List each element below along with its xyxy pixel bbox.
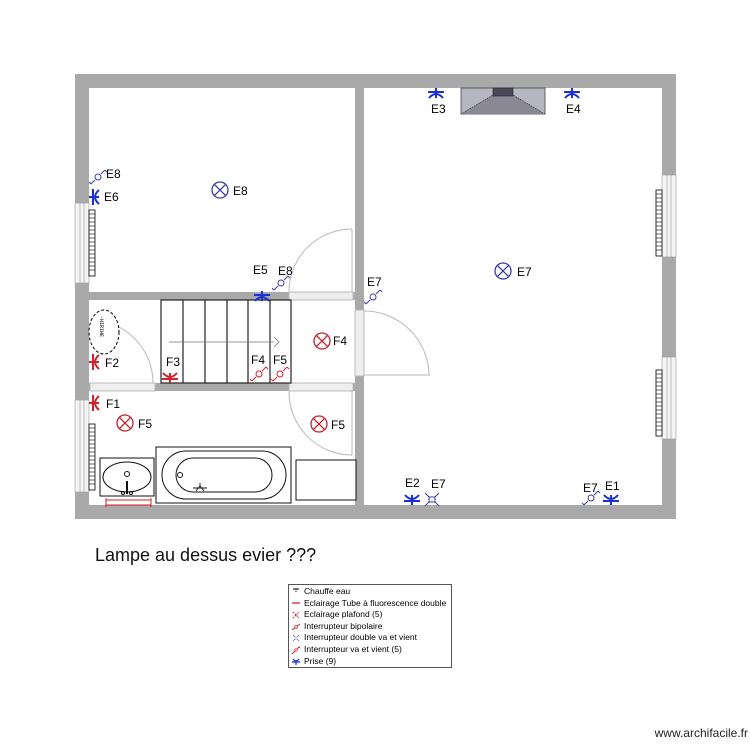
label-f5-lamp-b: F5 (331, 418, 345, 432)
bipolar-switch-icon (291, 623, 301, 630)
sink (99, 457, 155, 497)
label-e8-switch: E8 (278, 264, 293, 278)
ceiling-light-icon (116, 414, 134, 432)
two-way-switch-icon (88, 169, 108, 185)
legend-label: Eclairage plafond (5) (304, 609, 383, 620)
legend-label: Interrupteur bipolaire (304, 620, 383, 631)
socket-icon (88, 394, 100, 412)
label-e7-switch: E7 (367, 275, 382, 289)
room-bathroom: F1 F5 F5 (88, 394, 345, 433)
legend-item: Chauffe eau (291, 586, 449, 598)
two-way-switch-icon (291, 646, 301, 655)
ceiling-light-icon (211, 181, 229, 199)
label-f5-switch: F5 (273, 353, 287, 367)
label-e6: E6 (104, 190, 119, 204)
fireplace (460, 87, 546, 115)
ceiling-light-icon (310, 415, 328, 433)
label-e2: E2 (405, 476, 420, 490)
fluorescent-tube-icon (292, 602, 300, 604)
windows (74, 174, 677, 493)
room-living: E3 E4 E7 E7 E2 E7 E7 E1 (363, 87, 620, 507)
legend-label: Eclairage Tube à fluorescence double (304, 597, 447, 608)
legend-label: Prise (9) (304, 655, 337, 666)
label-e5: E5 (253, 263, 268, 277)
legend-item: Interrupteur bipolaire (291, 621, 449, 633)
staircase (160, 299, 292, 384)
socket-icon (563, 87, 581, 99)
label-f4-lamp: F4 (333, 334, 347, 348)
fluorescent-tube-icon (105, 498, 152, 507)
label-f4-switch: F4 (251, 353, 265, 367)
double-two-way-switch-icon (424, 492, 440, 507)
svg-text:-HIRIHE: -HIRIHE (98, 316, 104, 337)
doors (89, 228, 430, 456)
double-two-way-switch-icon (292, 634, 300, 642)
label-f2: F2 (105, 356, 119, 370)
shower-tray (295, 459, 357, 501)
label-e3: E3 (431, 102, 446, 116)
legend-item: Interrupteur va et vient (5) (291, 644, 449, 656)
label-e7-switch2: E7 (583, 481, 598, 495)
legend: Chauffe eau Eclairage Tube à fluorescenc… (288, 584, 452, 668)
ceiling-light-icon (494, 262, 512, 280)
socket-icon (88, 353, 100, 371)
water-heater-icon: -HIRIHE (88, 309, 120, 355)
ceiling-light-icon (313, 332, 331, 350)
label-f3: F3 (166, 355, 180, 369)
two-way-switch-icon (363, 289, 383, 305)
two-way-switch-icon (271, 275, 291, 291)
socket-icon (602, 494, 620, 506)
ceiling-light-icon (292, 611, 300, 619)
legend-item: Eclairage Tube à fluorescence double (291, 598, 449, 610)
label-e1: E1 (605, 479, 620, 493)
label-e8-lamp: E8 (233, 184, 248, 198)
label-f5-lamp-a: F5 (138, 417, 152, 431)
socket-icon (88, 188, 100, 206)
legend-label: Interrupteur double va et vient (304, 632, 417, 643)
legend-item: Interrupteur double va et vient (291, 632, 449, 644)
bathtub (155, 446, 292, 504)
label-e7-double: E7 (431, 477, 446, 491)
legend-label: Chauffe eau (304, 586, 351, 596)
label-e7-lamp: E7 (517, 265, 532, 279)
legend-item: Prise (9) (291, 656, 449, 668)
label-f1: F1 (106, 397, 120, 411)
label-e8: E8 (106, 167, 121, 181)
watermark-credit: www.archifacile.fr (654, 726, 748, 740)
room-bedroom: E8 E6 E8 E5 E8 (88, 167, 293, 302)
socket-icon (403, 494, 421, 506)
legend-item: Eclairage plafond (5) (291, 609, 449, 621)
legend-label: Interrupteur va et vient (5) (304, 643, 402, 654)
label-e4: E4 (566, 102, 581, 116)
water-heater-icon (293, 588, 299, 592)
socket-icon (292, 658, 300, 666)
room-landing: F2 F3 F4 F5 F4 (88, 332, 347, 384)
socket-icon (427, 87, 445, 99)
annotation-note: Lampe au dessus evier ??? (95, 545, 317, 565)
